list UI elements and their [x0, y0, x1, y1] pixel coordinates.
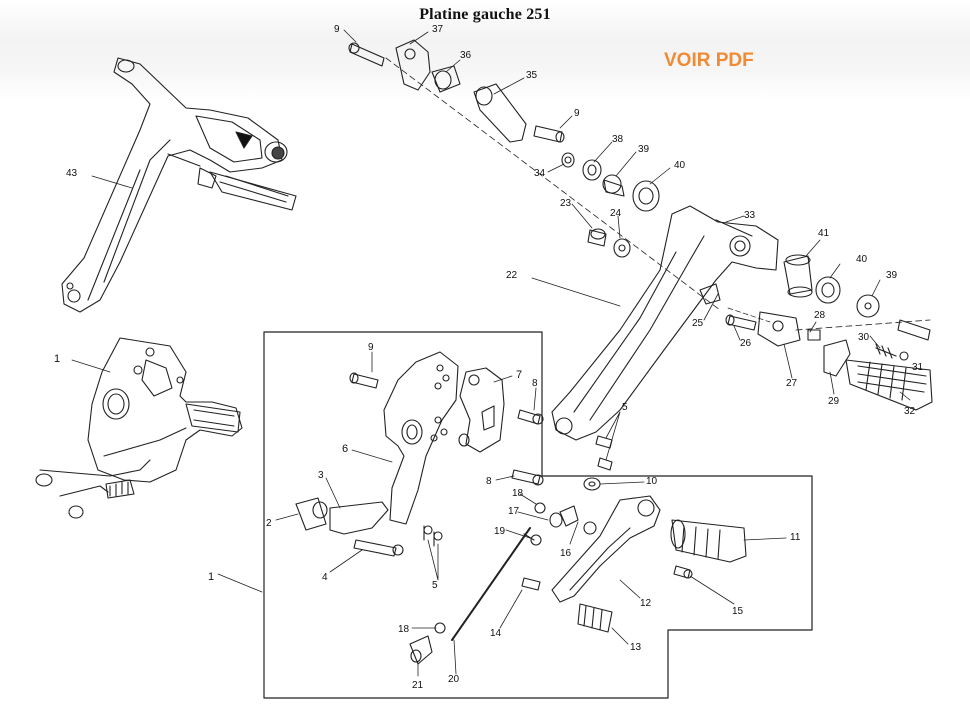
callout-19: 19: [494, 526, 506, 537]
callout-8: 8: [532, 378, 538, 389]
callout-40: 40: [856, 254, 868, 265]
callout-39: 39: [886, 270, 898, 281]
subassembly-frame: [263, 331, 813, 699]
callout-13: 13: [630, 642, 642, 653]
callout-37: 37: [432, 24, 444, 35]
part-1-plate-assembly-left: [35, 337, 243, 519]
part-6-plate: [383, 351, 459, 525]
callout-6: 6: [342, 443, 348, 455]
callout-9: 9: [574, 108, 580, 119]
voir-pdf-link[interactable]: VOIR PDF: [664, 50, 754, 71]
callout-20: 20: [448, 674, 460, 685]
callout-30: 30: [858, 332, 870, 343]
callout-41: 41: [818, 228, 830, 239]
callout-34: 34: [534, 168, 546, 179]
parts-13-21: [409, 502, 693, 665]
callout-39: 39: [638, 144, 650, 155]
callout-27: 27: [786, 378, 798, 389]
callout-8: 8: [486, 476, 492, 487]
background-band: [0, 0, 970, 100]
callout-3: 3: [318, 470, 324, 481]
callout-29: 29: [828, 396, 840, 407]
callout-1: 1: [208, 571, 214, 583]
callout-24: 24: [610, 208, 622, 219]
callout-14: 14: [490, 628, 502, 639]
right-bushing-parts: [783, 254, 931, 361]
footpeg-parts-right: [725, 307, 933, 411]
callout-26: 26: [740, 338, 752, 349]
callout-16: 16: [560, 548, 572, 559]
callout-40: 40: [674, 160, 686, 171]
part-22-main-plate: [551, 205, 779, 441]
callout-9: 9: [334, 24, 340, 35]
leader-lines: [71, 29, 911, 677]
callout-5: 5: [622, 402, 628, 413]
callout-7: 7: [516, 369, 522, 381]
callout-36: 36: [460, 50, 472, 61]
callout-labels: 9 37 36 35 9 38 39 40 34 23 24 33 41 40 …: [54, 24, 924, 691]
diagram-title: Platine gauche 251: [419, 6, 551, 23]
parts-8-10: [511, 409, 613, 491]
callout-22: 22: [506, 270, 518, 281]
part-12-lever: [551, 495, 661, 603]
callout-18: 18: [398, 624, 410, 635]
callout-12: 12: [640, 598, 652, 609]
callout-43: 43: [66, 168, 78, 179]
callout-15: 15: [732, 606, 744, 617]
callout-10: 10: [646, 476, 658, 487]
callout-23: 23: [560, 198, 572, 209]
callout-18: 18: [512, 488, 524, 499]
bushing-parts: [561, 152, 660, 258]
callout-5: 5: [432, 580, 438, 591]
part-11-peg-rubber: [670, 519, 747, 563]
part-7-bracket: [458, 367, 505, 453]
callout-35: 35: [526, 70, 538, 81]
upper-pivot-parts: [348, 39, 721, 311]
callout-9: 9: [368, 342, 374, 353]
callout-38: 38: [612, 134, 624, 145]
part-43-plate-assembly: [61, 57, 297, 313]
callout-25: 25: [692, 318, 704, 329]
callout-2: 2: [266, 518, 272, 529]
callout-31: 31: [912, 362, 924, 373]
callout-11: 11: [790, 532, 801, 543]
callout-33: 33: [744, 210, 756, 221]
callout-17: 17: [508, 506, 520, 517]
callout-1: 1: [54, 353, 60, 365]
callout-32: 32: [904, 406, 916, 417]
callout-4: 4: [322, 572, 328, 583]
callout-28: 28: [814, 310, 826, 321]
callout-21: 21: [412, 680, 424, 691]
parts-2-3-4-5: [295, 372, 443, 557]
